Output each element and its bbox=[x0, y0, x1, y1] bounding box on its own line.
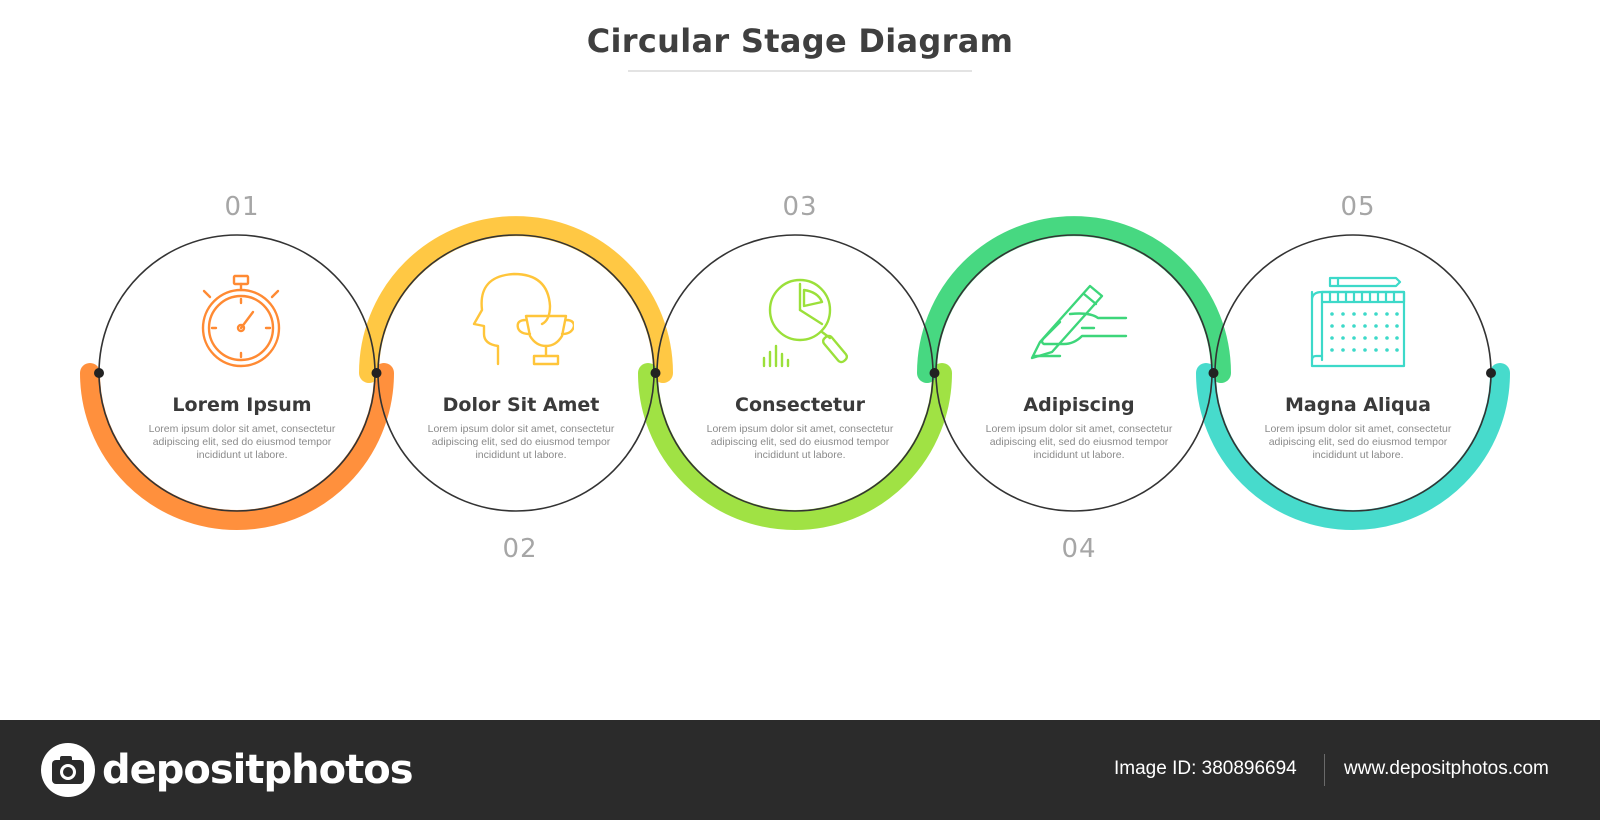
connector-dot-5 bbox=[1208, 368, 1219, 378]
stage-arc-4 bbox=[917, 216, 1231, 383]
stage-number-5: 05 bbox=[1340, 192, 1376, 222]
stage-description-4: Lorem ipsum dolor sit amet, consectetur … bbox=[985, 423, 1173, 461]
website-link[interactable]: www.depositphotos.com bbox=[1344, 758, 1549, 779]
diagram-title: Circular Stage Diagram bbox=[586, 22, 1014, 60]
stage-title-5: Magna Aliqua bbox=[1285, 394, 1431, 416]
stage-title-4: Adipiscing bbox=[1023, 394, 1135, 416]
stage-rings bbox=[80, 216, 1510, 530]
connector-dot-1 bbox=[94, 368, 104, 378]
stage-arc-3 bbox=[638, 363, 952, 530]
stage-description-3: Lorem ipsum dolor sit amet, consectetur … bbox=[706, 423, 894, 461]
stage-number-1: 01 bbox=[224, 192, 260, 222]
stage-arc-5 bbox=[1196, 363, 1510, 530]
brand-logo-text: depositphotos bbox=[102, 747, 414, 793]
stage-title-1: Lorem Ipsum bbox=[172, 394, 312, 416]
connector-dot-3 bbox=[650, 368, 661, 378]
blueprint-calendar-icon bbox=[1310, 276, 1406, 368]
stopwatch-icon bbox=[201, 274, 281, 368]
stage-arc-2 bbox=[359, 216, 673, 383]
image-id-text: Image ID: 380896694 bbox=[1114, 758, 1297, 779]
stage-number-4: 04 bbox=[1061, 534, 1097, 564]
stage-arc-1 bbox=[80, 363, 394, 530]
stage-title-3: Consectetur bbox=[735, 394, 865, 416]
stage-description-5: Lorem ipsum dolor sit amet, consectetur … bbox=[1264, 423, 1452, 461]
footer-divider bbox=[1324, 754, 1325, 786]
stage-number-2: 02 bbox=[502, 534, 538, 564]
title-wrap: Circular Stage Diagram bbox=[0, 22, 1600, 60]
connector-dot-2 bbox=[371, 368, 382, 378]
diagram-canvas: Circular Stage Diagram 01 02 03 04 05 Lo… bbox=[0, 22, 1600, 564]
head-trophy-icon bbox=[472, 272, 574, 366]
connector-dot-6 bbox=[1486, 368, 1496, 378]
camera-logo-icon bbox=[41, 743, 95, 797]
stage-description-1: Lorem ipsum dolor sit amet, consectetur … bbox=[148, 423, 336, 461]
stage-circle-4 bbox=[935, 234, 1213, 512]
chart-magnifier-icon bbox=[762, 278, 849, 368]
hand-pen-icon bbox=[1030, 284, 1128, 360]
title-underline bbox=[628, 70, 972, 72]
connector-dot-4 bbox=[929, 368, 940, 378]
stage-title-2: Dolor Sit Amet bbox=[442, 394, 600, 416]
stage-number-3: 03 bbox=[782, 192, 818, 222]
footer-bar: depositphotos Image ID: 380896694 www.de… bbox=[0, 720, 1600, 820]
stage-description-2: Lorem ipsum dolor sit amet, consectetur … bbox=[427, 423, 615, 461]
